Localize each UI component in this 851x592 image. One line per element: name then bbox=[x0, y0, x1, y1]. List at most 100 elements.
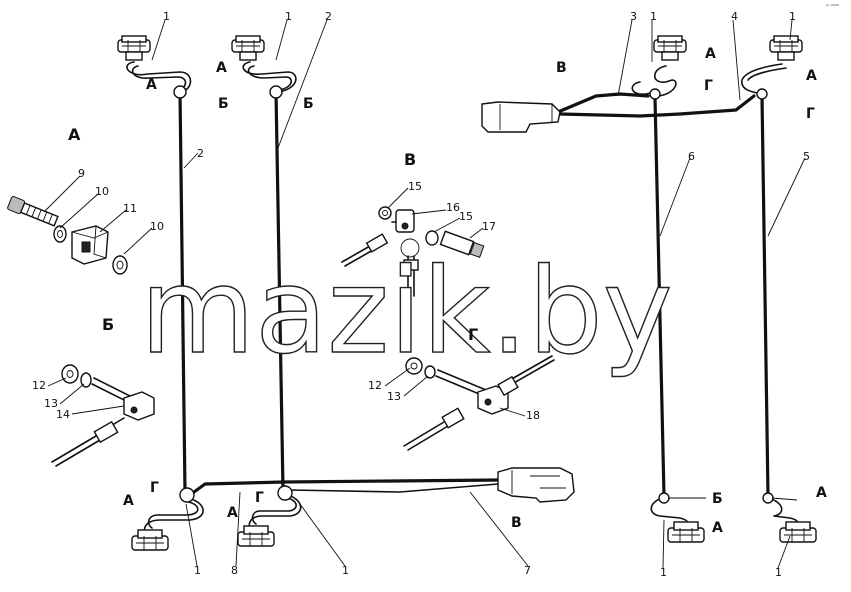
callout-number: 10 bbox=[95, 185, 109, 198]
view-marker: А bbox=[806, 68, 817, 84]
pipe-end-g-left bbox=[403, 407, 465, 451]
callout-number: 16 bbox=[446, 201, 460, 214]
hose-top-right-1 bbox=[653, 65, 677, 97]
callout-number: 5 bbox=[803, 150, 810, 163]
view-marker: Б bbox=[218, 96, 229, 112]
view-marker: Г bbox=[806, 106, 815, 122]
leader-lines bbox=[43, 19, 806, 569]
pipe-8 bbox=[188, 478, 500, 497]
callout-number: 13 bbox=[44, 397, 58, 410]
callout-number: 17 bbox=[482, 220, 496, 233]
view-marker: А bbox=[712, 520, 723, 536]
pipe-6 bbox=[653, 96, 666, 498]
pipe-end-g-right bbox=[497, 355, 555, 397]
callout-numbers: 1 1 2 2 3 1 4 1 6 5 9 10 11 10 15 16 15 … bbox=[32, 10, 810, 579]
fitting-18 bbox=[477, 385, 509, 415]
washer-13-g bbox=[424, 365, 436, 379]
callout-number: 15 bbox=[408, 180, 422, 193]
callout-number: 13 bbox=[387, 390, 401, 403]
tee-center-top bbox=[269, 85, 283, 99]
view-marker: В bbox=[556, 60, 567, 76]
view-marker: Г bbox=[150, 480, 159, 496]
view-marker: В bbox=[511, 515, 522, 531]
callout-number: 1 bbox=[163, 10, 170, 23]
callout-number: 1 bbox=[194, 564, 201, 577]
tee-center-bottom bbox=[277, 485, 293, 501]
callout-number: 14 bbox=[56, 408, 70, 421]
view-markers: А Б А Б В А Г А Г Г А Г А В Б А А bbox=[123, 46, 827, 536]
washer-13-b bbox=[80, 372, 92, 388]
view-marker: А bbox=[123, 493, 134, 509]
view-heading-g: Г bbox=[468, 325, 478, 344]
brake-chamber-top-left bbox=[117, 35, 151, 61]
pipe-2-center bbox=[274, 90, 285, 492]
callout-number: 1 bbox=[285, 10, 292, 23]
tee-left-top bbox=[173, 85, 187, 99]
pipe-end-b bbox=[51, 417, 125, 467]
callout-number: 6 bbox=[688, 150, 695, 163]
pipe-5 bbox=[760, 94, 770, 498]
detail-view-g bbox=[403, 355, 555, 451]
view-heading-a: А bbox=[68, 125, 81, 144]
tee-right-top-2 bbox=[756, 88, 768, 100]
tee-right-bottom-2 bbox=[762, 492, 774, 504]
detail-view-a bbox=[7, 196, 128, 275]
view-heading-v: В bbox=[404, 150, 416, 169]
callout-number: 2 bbox=[197, 147, 204, 160]
callout-number: 12 bbox=[32, 379, 46, 392]
pipe-7-lower bbox=[289, 483, 499, 493]
callout-number: 1 bbox=[775, 566, 782, 579]
callout-number: 1 bbox=[650, 10, 657, 23]
view-marker: Б bbox=[303, 96, 314, 112]
corner-mark: ᵖʳ ⁰⁰⁰⁰ bbox=[826, 4, 839, 10]
callout-number: 7 bbox=[524, 564, 531, 577]
view-heading-b: Б bbox=[102, 315, 114, 334]
brake-chamber-top-center bbox=[231, 35, 265, 61]
view-marker: А bbox=[816, 485, 827, 501]
watermark: mazik.by bbox=[140, 242, 673, 380]
view-marker: А bbox=[705, 46, 716, 62]
brake-chamber-bottom-right-2 bbox=[779, 521, 817, 543]
tee-right-top-1 bbox=[649, 88, 661, 100]
callout-number: 1 bbox=[789, 10, 796, 23]
view-marker: Г bbox=[704, 78, 713, 94]
hose-top-right-2 bbox=[741, 63, 783, 95]
callout-number: 4 bbox=[731, 10, 738, 23]
view-marker: Г bbox=[255, 490, 264, 506]
callout-number: 8 bbox=[231, 564, 238, 577]
callout-number: 9 bbox=[78, 167, 85, 180]
callout-number: 15 bbox=[459, 210, 473, 223]
hose-top-center-inner bbox=[247, 65, 292, 91]
washer-15-a bbox=[378, 206, 392, 220]
valve-block-bottom bbox=[497, 467, 575, 503]
valve-block-top bbox=[481, 101, 561, 133]
banjo-16 bbox=[391, 209, 415, 233]
washer-10-a bbox=[53, 225, 67, 243]
fitting-11 bbox=[71, 225, 109, 265]
brake-chamber-bottom-left bbox=[131, 529, 169, 551]
callout-number: 10 bbox=[150, 220, 164, 233]
bolt-9 bbox=[7, 196, 59, 227]
hose-top-left-inner bbox=[131, 65, 187, 91]
callout-number: 1 bbox=[342, 564, 349, 577]
callout-number: 11 bbox=[123, 202, 137, 215]
washer-10-b bbox=[112, 255, 128, 275]
hose-bottom-left-inner bbox=[147, 501, 199, 529]
nut-12-g bbox=[405, 357, 423, 375]
callout-number: 18 bbox=[526, 409, 540, 422]
pipe-down-v bbox=[400, 238, 420, 297]
view-marker: А bbox=[146, 77, 157, 93]
brake-chamber-bottom-center bbox=[237, 525, 275, 547]
hose-top-center bbox=[242, 61, 297, 93]
detail-view-b bbox=[51, 364, 155, 467]
hose-bottom-center-inner bbox=[251, 497, 297, 525]
view-marker: А bbox=[227, 505, 238, 521]
fitting-14 bbox=[123, 391, 155, 421]
brake-chamber-top-right-1 bbox=[653, 35, 687, 61]
hose-top-left bbox=[126, 61, 192, 93]
nut-12-b bbox=[61, 364, 79, 384]
callout-number: 2 bbox=[325, 10, 332, 23]
pipe-end-v bbox=[341, 233, 389, 267]
washer-15-b bbox=[425, 230, 439, 246]
